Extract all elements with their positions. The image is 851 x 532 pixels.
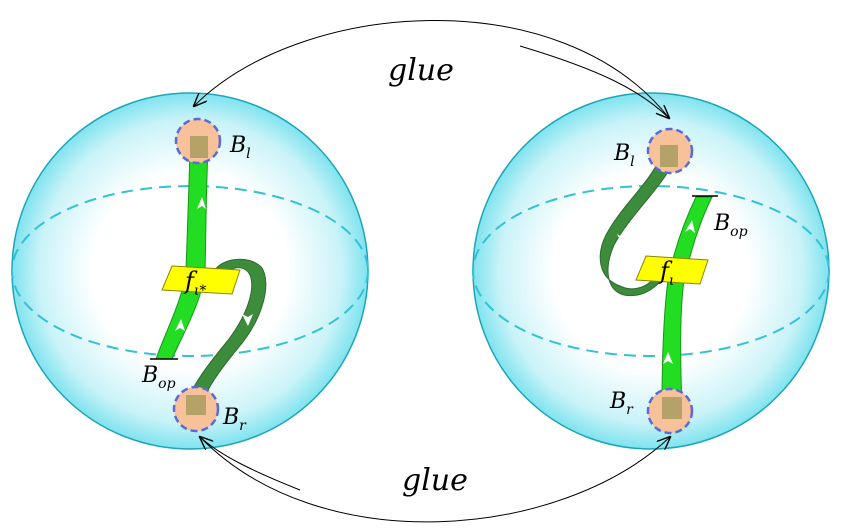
- glue-arc-top-start: [519, 45, 669, 118]
- right-ribbon-arrow-down: [617, 234, 627, 246]
- right-disk-bottom-stub: [662, 397, 682, 419]
- left-patch: [161, 265, 241, 295]
- right-ribbon-arrow-up-2: [663, 352, 673, 364]
- glue-arc-bottom: [199, 437, 670, 523]
- right-ribbon-arrow-up-1: [685, 220, 695, 233]
- right-patch: [635, 255, 709, 285]
- right-disk-top-stub: [660, 145, 678, 167]
- glue-label-top: glue: [388, 53, 454, 88]
- right-bl-label: Bl: [613, 141, 635, 170]
- left-sphere: Bl Br Bop fι*: [11, 92, 369, 450]
- left-disk-top-stub: [190, 136, 208, 158]
- left-ribbon-arrow-down: [242, 314, 253, 326]
- left-disk-bottom-stub: [186, 395, 206, 415]
- glue-label-bottom: glue: [402, 463, 468, 498]
- right-ribbon-dark: [599, 157, 677, 297]
- right-bop-label: Bop: [713, 211, 748, 240]
- glue-arc-bottom-start: [200, 437, 301, 491]
- left-ribbon-arrow-up-1: [197, 197, 206, 209]
- left-br-label: Br: [222, 405, 247, 434]
- left-bl-label: Bl: [229, 133, 251, 162]
- right-br-label: Br: [609, 389, 634, 418]
- right-sphere: Bl Br Bop fι: [472, 92, 830, 450]
- left-bop-label: Bop: [141, 363, 176, 392]
- glue-arc-top: [194, 20, 670, 119]
- left-ribbon-arrow-up-2: [175, 319, 185, 331]
